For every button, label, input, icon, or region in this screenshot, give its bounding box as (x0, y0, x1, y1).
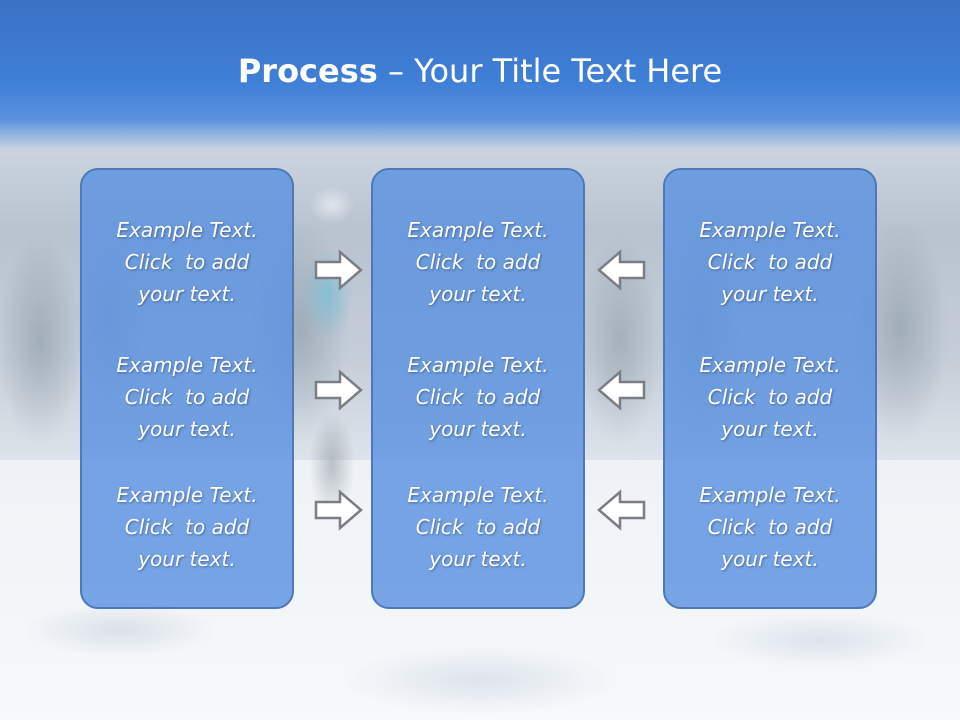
text-line: your text. (138, 282, 236, 306)
text-line: Click to add (707, 515, 833, 539)
panel-right[interactable]: Example Text. Click to add your text. Ex… (663, 168, 877, 609)
panel-left[interactable]: Example Text. Click to add your text. Ex… (80, 168, 294, 609)
arrow-left-icon (596, 248, 646, 292)
text-line: Click to add (707, 250, 833, 274)
text-line: your text. (721, 417, 819, 441)
text-line: Click to add (415, 515, 541, 539)
panel-center[interactable]: Example Text. Click to add your text. Ex… (371, 168, 585, 609)
text-line: Click to add (707, 385, 833, 409)
panel-text-block[interactable]: Example Text. Click to add your text. (373, 214, 583, 310)
arrow-right-icon (314, 248, 364, 292)
text-line: Example Text. (407, 218, 549, 242)
text-line: Example Text. (407, 353, 549, 377)
panel-text-block[interactable]: Example Text. Click to add your text. (373, 349, 583, 445)
arrow-left-icon (596, 488, 646, 532)
panel-text-block[interactable]: Example Text. Click to add your text. (665, 214, 875, 310)
arrow-right-icon (314, 368, 364, 412)
text-line: Example Text. (116, 483, 258, 507)
panel-text-block[interactable]: Example Text. Click to add your text. (665, 479, 875, 575)
title-bold-text: Process (237, 52, 378, 90)
text-line: Example Text. (116, 353, 258, 377)
title-bar (0, 0, 960, 150)
text-line: Click to add (124, 515, 250, 539)
arrow-left-icon (596, 368, 646, 412)
text-line: Click to add (124, 385, 250, 409)
title-rest-text: – Your Title Text Here (377, 52, 723, 90)
panel-text-block[interactable]: Example Text. Click to add your text. (665, 349, 875, 445)
background-child-figure (292, 165, 372, 555)
text-line: Example Text. (699, 483, 841, 507)
panel-text-block[interactable]: Example Text. Click to add your text. (82, 349, 292, 445)
text-line: Example Text. (407, 483, 549, 507)
text-line: Click to add (415, 385, 541, 409)
text-line: Example Text. (699, 218, 841, 242)
text-line: your text. (721, 547, 819, 571)
panel-text-block[interactable]: Example Text. Click to add your text. (82, 214, 292, 310)
text-line: Example Text. (116, 218, 258, 242)
text-line: your text. (721, 282, 819, 306)
text-line: your text. (138, 547, 236, 571)
panel-text-block[interactable]: Example Text. Click to add your text. (82, 479, 292, 575)
text-line: your text. (429, 547, 527, 571)
text-line: Click to add (124, 250, 250, 274)
text-line: Example Text. (699, 353, 841, 377)
text-line: your text. (138, 417, 236, 441)
slide-title[interactable]: Process – Your Title Text Here (0, 52, 960, 90)
panel-text-block[interactable]: Example Text. Click to add your text. (373, 479, 583, 575)
arrow-right-icon (314, 488, 364, 532)
text-line: your text. (429, 417, 527, 441)
text-line: your text. (429, 282, 527, 306)
text-line: Click to add (415, 250, 541, 274)
